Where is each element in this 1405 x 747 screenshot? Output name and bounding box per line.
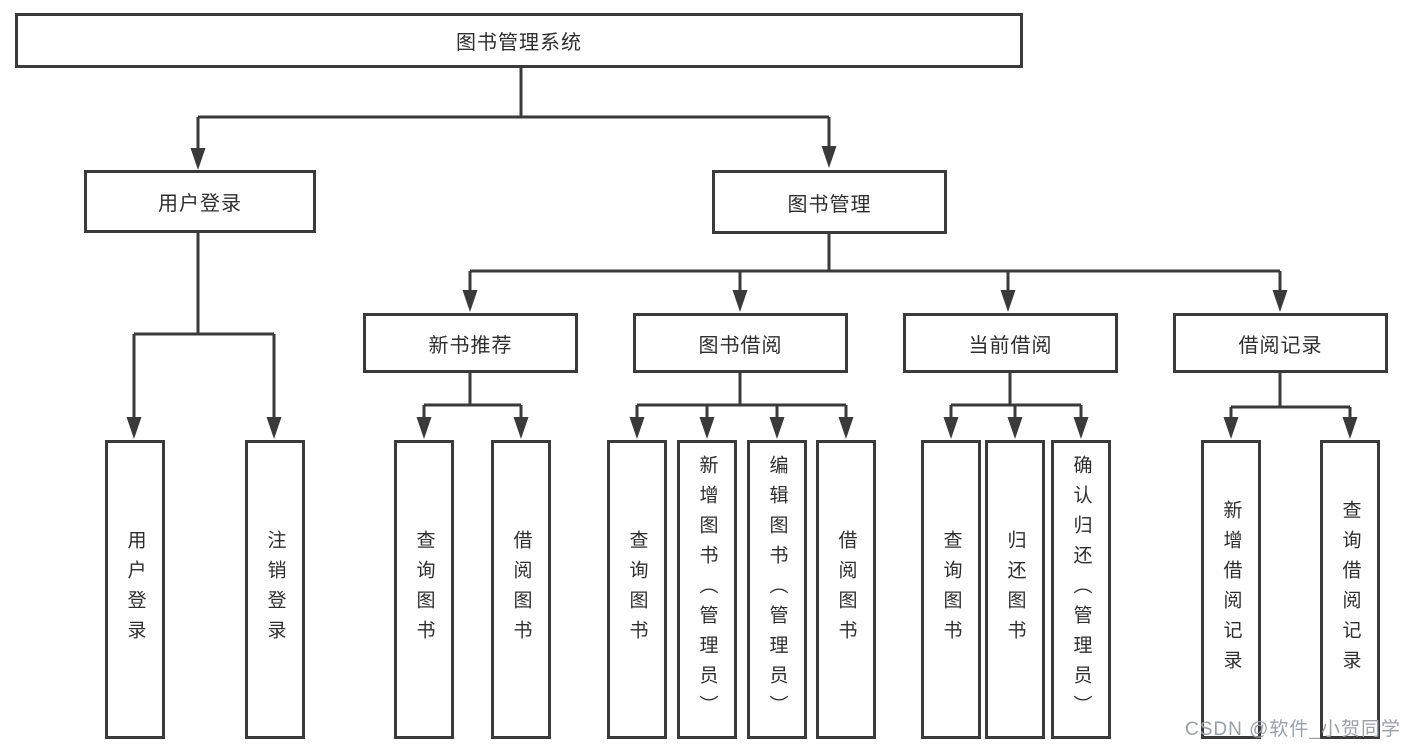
- leaf-user-login: 用户登录: [105, 440, 165, 739]
- leaf-borrow-book-label: 借阅图书: [835, 529, 857, 650]
- node-book-mgmt-label: 图书管理: [787, 193, 872, 216]
- leaf-record-query-label: 查询借阅记录: [1339, 499, 1361, 680]
- leaf-user-login-label: 用户登录: [124, 529, 146, 650]
- leaf-current-confirm-label: 确认归还（管理员）: [1070, 454, 1092, 725]
- leaf-borrow-add-label: 新增图书（管理员）: [696, 454, 718, 725]
- node-root-label: 图书管理系统: [456, 32, 582, 54]
- leaf-newbook-borrow-label: 借阅图书: [510, 529, 532, 650]
- node-user-login-label: 用户登录: [158, 193, 242, 215]
- leaf-borrow-query-label: 查询图书: [626, 529, 648, 650]
- node-borrow-record-label: 借阅记录: [1238, 334, 1323, 357]
- leaf-record-add: 新增借阅记录: [1201, 440, 1261, 739]
- leaf-current-confirm: 确认归还（管理员）: [1051, 440, 1111, 739]
- node-current-borrow-label: 当前借阅: [968, 334, 1053, 357]
- node-borrow-record: 借阅记录: [1173, 313, 1388, 373]
- leaf-record-query: 查询借阅记录: [1320, 440, 1380, 739]
- csdn-watermark: CSDN @软件_小贺同学: [1185, 719, 1401, 740]
- node-new-book: 新书推荐: [363, 313, 578, 373]
- node-book-borrow-label: 图书借阅: [698, 334, 783, 357]
- leaf-newbook-borrow: 借阅图书: [491, 440, 551, 739]
- leaf-borrow-add: 新增图书（管理员）: [677, 440, 737, 739]
- leaf-current-query: 查询图书: [921, 440, 981, 739]
- leaf-borrow-book: 借阅图书: [816, 440, 876, 739]
- node-book-borrow: 图书借阅: [633, 313, 848, 373]
- leaf-record-add-label: 新增借阅记录: [1220, 499, 1242, 680]
- leaf-borrow-query: 查询图书: [607, 440, 667, 739]
- leaf-newbook-query-label: 查询图书: [413, 529, 435, 650]
- node-root: 图书管理系统: [15, 13, 1023, 68]
- node-book-mgmt: 图书管理: [712, 170, 947, 234]
- leaf-current-return: 归还图书: [985, 440, 1045, 739]
- leaf-newbook-query: 查询图书: [394, 440, 454, 739]
- node-current-borrow: 当前借阅: [903, 313, 1118, 373]
- leaf-borrow-edit-label: 编辑图书（管理员）: [766, 454, 788, 725]
- node-user-login: 用户登录: [84, 170, 316, 233]
- leaf-logout: 注销登录: [245, 440, 305, 739]
- leaf-current-query-label: 查询图书: [940, 529, 962, 650]
- node-new-book-label: 新书推荐: [428, 334, 513, 357]
- leaf-current-return-label: 归还图书: [1004, 529, 1026, 650]
- leaf-borrow-edit: 编辑图书（管理员）: [747, 440, 807, 739]
- leaf-logout-label: 注销登录: [264, 529, 286, 650]
